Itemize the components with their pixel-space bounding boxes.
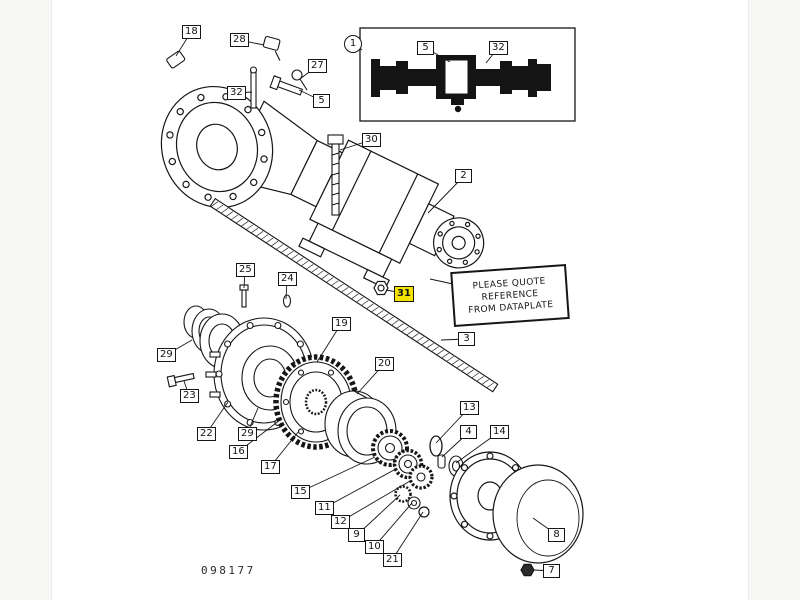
plug-28: [262, 36, 281, 61]
bolt-25: [239, 284, 249, 308]
callout-21-30: 21: [383, 553, 402, 567]
callout-1-6: 1: [344, 35, 362, 53]
callout-32-3: 32: [227, 86, 246, 100]
callout-9-28: 9: [348, 528, 365, 542]
nut-7: [520, 563, 535, 577]
hub-cover-8: [492, 464, 584, 564]
callout-19-20: 19: [332, 317, 351, 331]
dataplate-note-box: PLEASE QUOTE REFERENCE FROM DATAPLATE: [450, 264, 570, 327]
planet-gear-12: [408, 464, 434, 490]
callout-15-22: 15: [291, 485, 310, 499]
callout-27-2: 27: [308, 59, 327, 73]
pinion-9: [394, 485, 412, 503]
inset-diff-cover: [444, 59, 469, 95]
callout-4-26: 4: [460, 425, 477, 439]
axle-housing: [160, 85, 485, 290]
axle-shaft: [209, 197, 499, 393]
washer-10: [407, 496, 421, 510]
callout-25-12: 25: [236, 263, 255, 277]
bolt-5: [269, 75, 304, 96]
stud-bolt-30: [327, 134, 344, 216]
callout-16-18: 16: [229, 445, 248, 459]
nut-31: [373, 280, 389, 296]
breather-27: [291, 69, 308, 91]
callout-12-24: 12: [331, 515, 350, 529]
planet-gear-11: [392, 448, 424, 480]
callout-30-5: 30: [362, 133, 381, 147]
callout-32-8: 32: [489, 41, 508, 55]
callout-18-0: 18: [182, 25, 201, 39]
bolt-23: [166, 372, 195, 388]
drive-flange: [433, 217, 485, 269]
callout-28-1: 28: [230, 33, 249, 47]
callout-7-32: 7: [543, 564, 560, 578]
page-margin-left: [0, 0, 52, 600]
callout-3-11: 3: [458, 332, 475, 346]
figure-code: 098177: [201, 564, 256, 577]
callout-5-4: 5: [313, 94, 330, 108]
callout-8-31: 8: [548, 528, 565, 542]
callout-10-29: 10: [365, 540, 384, 554]
callout-13-25: 13: [460, 401, 479, 415]
callout-2-9: 2: [455, 169, 472, 183]
callout-31-10: 31: [394, 286, 414, 302]
page-margin-right: [748, 0, 800, 600]
plug-18: [166, 50, 186, 69]
callout-5-7: 5: [417, 41, 434, 55]
callout-23-15: 23: [180, 389, 199, 403]
callout-14-27: 14: [490, 425, 509, 439]
pin-24: [282, 294, 292, 308]
circlip-21: [418, 506, 430, 518]
callout-20-21: 20: [375, 357, 394, 371]
inset-overview-box: [359, 27, 576, 122]
callout-22-16: 22: [197, 427, 216, 441]
callout-24-13: 24: [278, 272, 297, 286]
callout-11-23: 11: [315, 501, 334, 515]
dowel-pin-32: [249, 66, 258, 109]
callout-29-17: 29: [238, 427, 257, 441]
note-leader-line: [429, 278, 454, 285]
callout-17-19: 17: [261, 460, 280, 474]
snap-ring-13: [429, 435, 443, 457]
callout-29-14: 29: [157, 348, 176, 362]
pin-4: [437, 454, 446, 469]
